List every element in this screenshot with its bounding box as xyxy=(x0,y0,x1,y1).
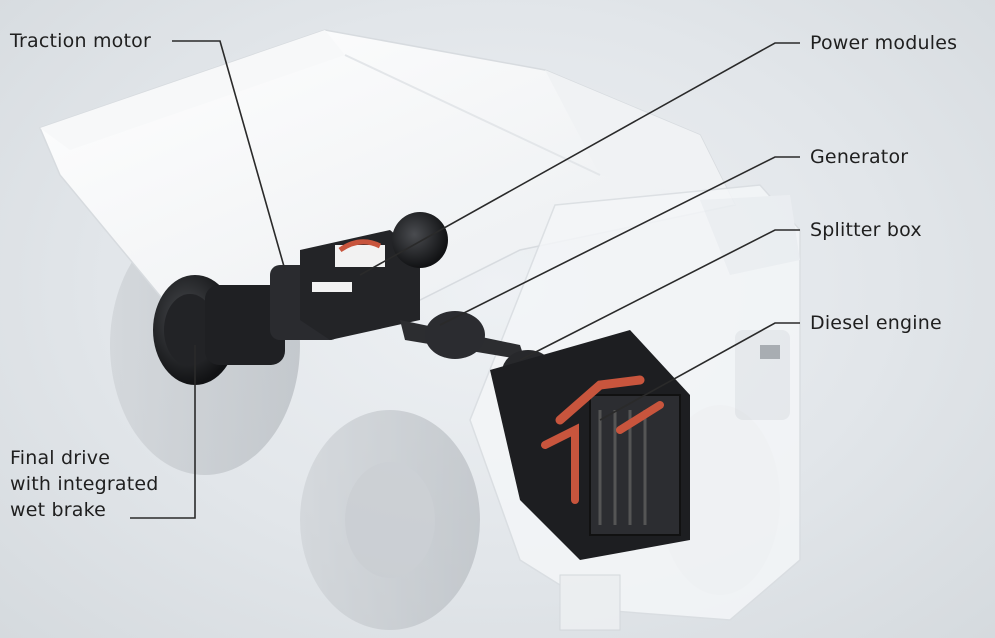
leader-traction-motor xyxy=(172,40,286,271)
label-final-drive: Final drive with integrated wet brake xyxy=(10,445,159,523)
leader-power-modules xyxy=(359,42,800,276)
label-traction-motor: Traction motor xyxy=(10,30,151,52)
label-diesel-engine: Diesel engine xyxy=(810,312,942,334)
label-final-drive-line-2: with integrated xyxy=(10,473,159,495)
label-splitter-box: Splitter box xyxy=(810,219,922,241)
leader-generator xyxy=(439,156,800,326)
label-generator: Generator xyxy=(810,146,909,168)
leader-diesel-engine xyxy=(599,322,800,421)
dump-body xyxy=(38,29,737,331)
label-final-drive-line-1: Final drive xyxy=(10,447,111,469)
drivetrain xyxy=(153,212,690,560)
label-power-modules: Power modules xyxy=(810,32,958,54)
front-tire xyxy=(300,410,480,630)
leader-final-drive xyxy=(130,345,196,519)
leader-lines xyxy=(130,40,800,519)
label-final-drive-line-3: wet brake xyxy=(10,499,107,521)
leader-splitter-box xyxy=(519,229,800,361)
